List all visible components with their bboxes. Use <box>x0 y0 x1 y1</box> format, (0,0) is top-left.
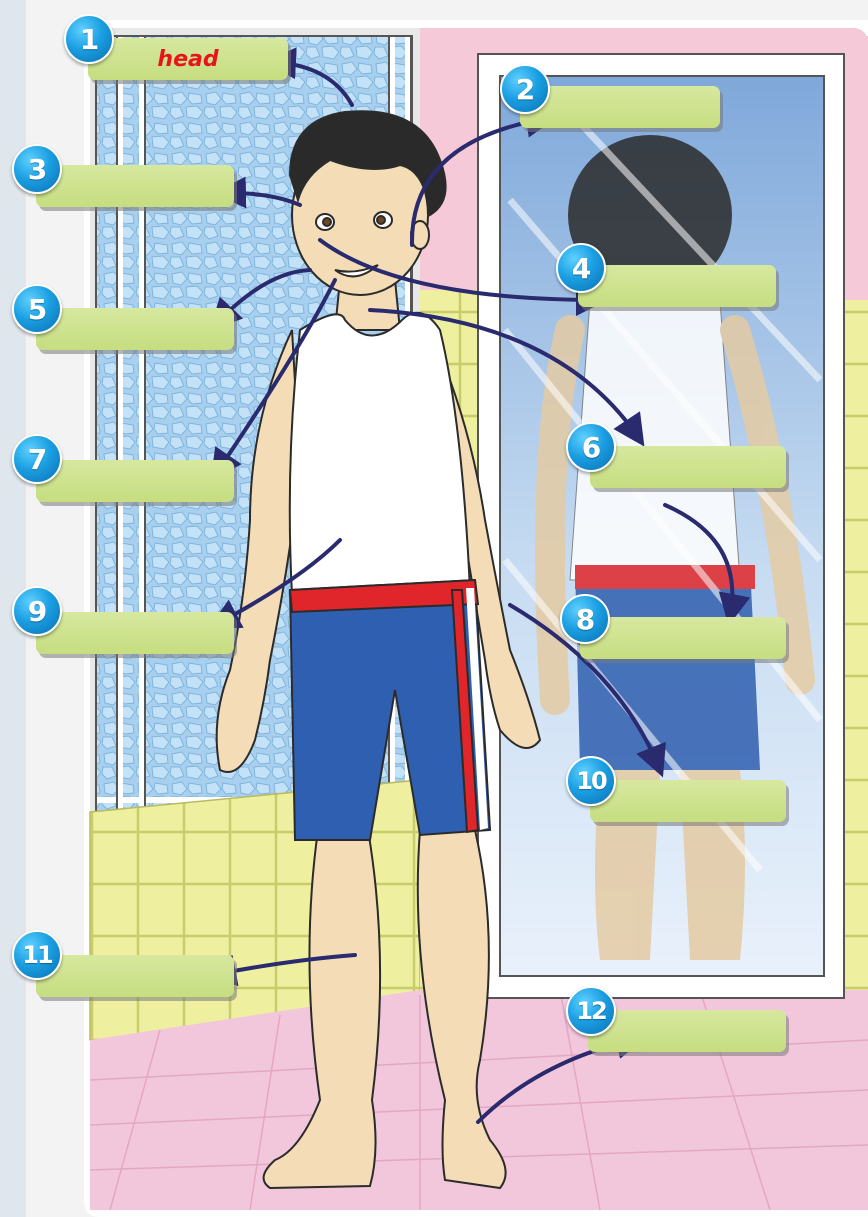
label-box-6[interactable] <box>590 446 786 488</box>
label-box-4[interactable] <box>578 265 776 307</box>
number-badge-9: 9 <box>12 586 62 636</box>
number-badge-5: 5 <box>12 284 62 334</box>
number-badge-4: 4 <box>556 243 606 293</box>
label-box-10[interactable] <box>590 780 786 822</box>
number-badge-10: 10 <box>566 756 616 806</box>
label-box-2[interactable] <box>520 86 720 128</box>
number-badge-11: 11 <box>12 930 62 980</box>
number-badge-2: 2 <box>500 64 550 114</box>
number-badge-3: 3 <box>12 144 62 194</box>
label-box-3[interactable] <box>36 165 234 207</box>
label-box-8[interactable] <box>580 617 786 659</box>
label-box-7[interactable] <box>36 460 234 502</box>
label-box-5[interactable] <box>36 308 234 350</box>
number-badge-7: 7 <box>12 434 62 484</box>
number-badge-6: 6 <box>566 422 616 472</box>
label-box-12[interactable] <box>588 1010 786 1052</box>
number-badge-1: 1 <box>64 14 114 64</box>
label-box-9[interactable] <box>36 612 234 654</box>
number-badge-12: 12 <box>566 986 616 1036</box>
number-badge-8: 8 <box>560 594 610 644</box>
label-box-11[interactable] <box>36 955 234 997</box>
label-box-1[interactable]: head <box>88 38 288 80</box>
label-text: head <box>157 47 218 72</box>
